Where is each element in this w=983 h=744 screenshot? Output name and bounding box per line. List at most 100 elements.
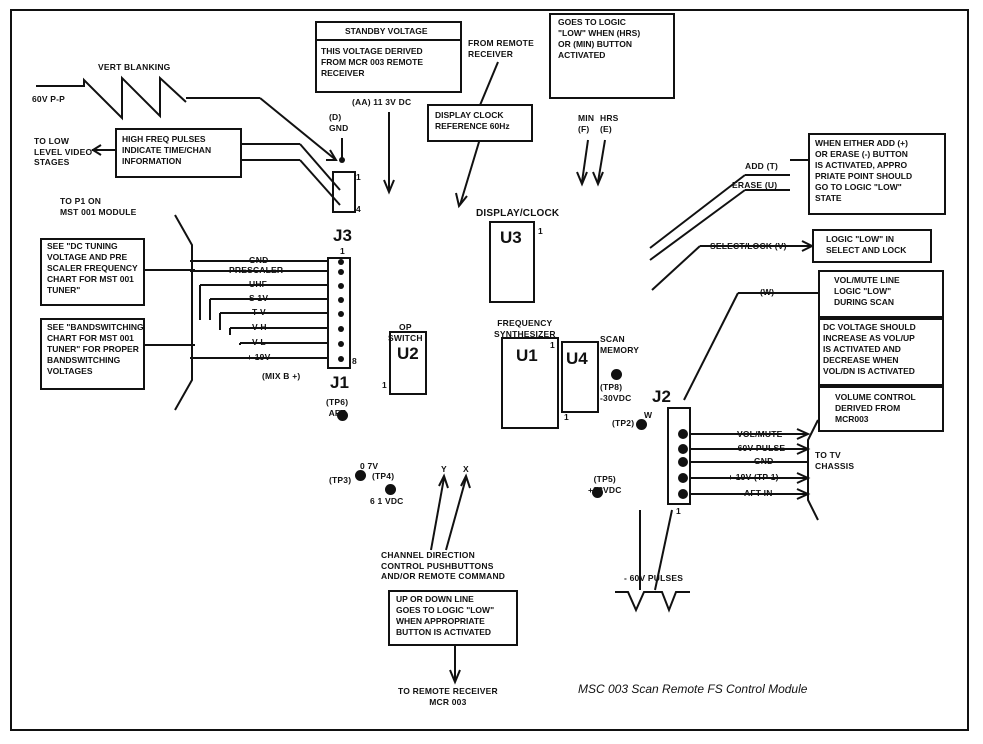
j1-pin1-label: 1 bbox=[340, 246, 345, 256]
j2-pin-19v: + 19V (TP 1) bbox=[728, 472, 779, 482]
tp4-dot bbox=[385, 484, 396, 495]
j1-pin-tv: T V bbox=[252, 307, 266, 317]
u1-title: FREQUENCY SYNTHESIZER bbox=[494, 318, 556, 339]
select-lock-label: SELECT/LOCK (V) bbox=[710, 241, 787, 251]
display-clock-text: DISPLAY CLOCK REFERENCE 60Hz bbox=[435, 110, 510, 132]
u3-title: DISPLAY/CLOCK bbox=[476, 208, 560, 219]
u3-chip bbox=[489, 221, 535, 303]
j2-label: J2 bbox=[652, 387, 671, 406]
to-remote-label: TO REMOTE RECEIVER MCR 003 bbox=[398, 686, 498, 707]
standby-body: THIS VOLTAGE DERIVED FROM MCR 003 REMOTE… bbox=[321, 46, 424, 79]
j1-label: J1 bbox=[330, 373, 349, 392]
j2-pin-60v-pulse: - 60V PULSE bbox=[732, 443, 786, 453]
u4-label: U4 bbox=[566, 349, 588, 368]
tp6-label: (TP6) AFT bbox=[326, 397, 349, 418]
hrs-label: HRS (E) bbox=[600, 113, 619, 134]
high-freq-text: HIGH FREQ PULSES INDICATE TIME/CHAN INFO… bbox=[122, 134, 212, 167]
up-down-text: UP OR DOWN LINE GOES TO LOGIC "LOW" WHEN… bbox=[396, 594, 495, 638]
add-erase-text: WHEN EITHER ADD (+) OR ERASE (-) BUTTON … bbox=[815, 138, 913, 204]
j1-pin-uhf: UHF bbox=[249, 279, 268, 289]
add-erase-box bbox=[808, 133, 946, 215]
j1-pin-prescaler: PRESCALER bbox=[229, 265, 284, 275]
w-line-label: (W) bbox=[760, 287, 775, 297]
u2-label: U2 bbox=[397, 344, 419, 363]
j1-pin-gnd: GND bbox=[249, 255, 269, 265]
j2-pin1-label: 1 bbox=[676, 506, 681, 516]
bandswitch-text: SEE "BANDSWITCHING CHART FOR MST 001 TUN… bbox=[47, 322, 144, 377]
u1-chip bbox=[501, 337, 559, 429]
tp4-top-label: 0 7V bbox=[360, 461, 379, 471]
min-hrs-box bbox=[549, 13, 675, 99]
u2-chip bbox=[389, 331, 427, 395]
tp3-label: (TP3) bbox=[329, 475, 352, 485]
tp8-dot bbox=[611, 369, 622, 380]
min-label: MIN (F) bbox=[578, 113, 595, 134]
u2-pin: 1 bbox=[382, 380, 387, 390]
select-lock-box bbox=[812, 229, 932, 263]
scan-memory-label: SCAN MEMORY bbox=[600, 334, 640, 355]
vpp-label: 60V P-P bbox=[32, 94, 66, 104]
j1-pin-vh: V H bbox=[252, 322, 267, 332]
j2-pin-gnd: GND bbox=[754, 456, 774, 466]
vol-control-box bbox=[818, 386, 944, 432]
high-freq-box bbox=[115, 128, 242, 178]
to-tv-label: TO TV CHASSIS bbox=[815, 450, 855, 471]
standby-heading: STANDBY VOLTAGE bbox=[345, 26, 428, 36]
min-hrs-text: GOES TO LOGIC "LOW" WHEN (HRS) OR (MIN) … bbox=[558, 17, 641, 61]
remote-receiver-label: FROM REMOTE RECEIVER bbox=[468, 38, 534, 59]
x-label: X bbox=[463, 464, 469, 474]
tp4-bottom-label: 6 1 VDC bbox=[370, 496, 404, 506]
standby-voltage-box bbox=[315, 21, 462, 93]
j1-pin-s1v: S 1V bbox=[249, 293, 269, 303]
dc-vol-box bbox=[818, 318, 944, 386]
vol-mute-text: VOL/MUTE LINE LOGIC "LOW" DURING SCAN bbox=[834, 275, 900, 308]
j1-pin-19v: + 19V bbox=[247, 352, 271, 362]
u1-pin: 1 bbox=[550, 340, 555, 350]
channel-direction-label: CHANNEL DIRECTION CONTROL PUSHBUTTONS AN… bbox=[381, 550, 506, 582]
j1-pin8-label: 8 bbox=[352, 356, 357, 366]
dc-tuning-text: SEE "DC TUNING VOLTAGE AND PRE SCALER FR… bbox=[47, 241, 138, 296]
aa-label: (AA) 11 3V DC bbox=[352, 97, 412, 107]
tp2-dot bbox=[636, 419, 647, 430]
j1-mix-label: (MIX B +) bbox=[262, 371, 301, 381]
tp3-dot bbox=[355, 470, 366, 481]
j3-label: J3 bbox=[333, 226, 352, 245]
tp2-label: (TP2) bbox=[612, 418, 635, 428]
up-down-box bbox=[388, 590, 518, 646]
j2-pin-vol-mute: VOL/MUTE bbox=[737, 429, 783, 439]
tp4-label: (TP4) bbox=[372, 471, 395, 481]
u2-title: OP SWITCH bbox=[388, 322, 423, 343]
figure-caption: MSC 003 Scan Remote FS Control Module bbox=[578, 682, 808, 696]
tp6-dot bbox=[337, 410, 348, 421]
dc-tuning-box bbox=[40, 238, 145, 306]
to-p1-label: TO P1 ON MST 001 MODULE bbox=[60, 196, 137, 217]
j1-pin-vl: V L bbox=[252, 337, 266, 347]
add-label: ADD (T) bbox=[745, 161, 779, 171]
u1-label: U1 bbox=[516, 346, 538, 365]
j2-connector bbox=[667, 407, 691, 505]
to-low-video-label: TO LOW LEVEL VIDEO STAGES bbox=[34, 136, 93, 168]
outer-frame bbox=[10, 9, 969, 731]
j3-connector bbox=[332, 171, 356, 213]
u4-pin: 1 bbox=[564, 412, 569, 422]
dc-vol-text: DC VOLTAGE SHOULD INCREASE AS VOL/UP IS … bbox=[823, 322, 916, 377]
bandswitch-box bbox=[40, 318, 145, 390]
vert-blanking-waveform bbox=[36, 75, 187, 121]
vol-mute-box bbox=[818, 270, 944, 318]
u3-label: U3 bbox=[500, 228, 522, 247]
j3-pin1-label: 1 bbox=[356, 172, 361, 182]
tp8-label: (TP8) -30VDC bbox=[600, 382, 632, 403]
display-clock-box bbox=[427, 104, 533, 142]
w-small-label: W bbox=[644, 410, 653, 420]
j2-pin-aft-in: AFT IN bbox=[744, 488, 773, 498]
u4-chip bbox=[561, 341, 599, 413]
gnd-top-label: (D) GND bbox=[329, 112, 349, 133]
u3-pin: 1 bbox=[538, 226, 543, 236]
pulse-waveform bbox=[615, 591, 690, 613]
y-label: Y bbox=[441, 464, 447, 474]
tp5-dot bbox=[592, 487, 603, 498]
vert-blanking-label: VERT BLANKING bbox=[98, 62, 171, 72]
pulses-label: - 60V PULSES bbox=[624, 573, 684, 583]
tp5-label: (TP5) +33VDC bbox=[588, 474, 622, 495]
